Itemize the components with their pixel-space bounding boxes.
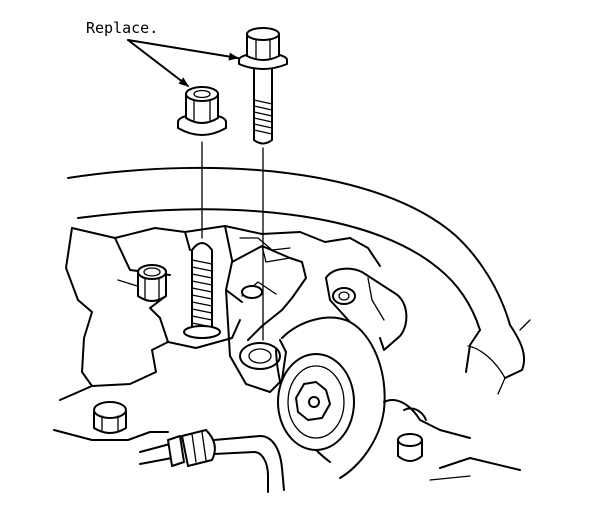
pipe-fitting <box>139 429 285 493</box>
replace-label: Replace. <box>86 19 158 37</box>
side-bracket <box>325 267 408 351</box>
mount-bracket <box>225 245 307 393</box>
lower-right-nut <box>383 399 521 481</box>
tensioner-pulley <box>275 316 386 479</box>
left-mount-bolt <box>137 264 167 302</box>
leader-arrow-to-nut <box>127 39 189 87</box>
frame-arc <box>67 166 531 395</box>
threaded-stud <box>183 242 221 339</box>
engine-block <box>53 225 381 441</box>
leader-arrow-to-bolt <box>127 39 239 61</box>
flange-bolt <box>238 27 288 145</box>
lower-left-bolt <box>93 401 127 434</box>
flange-nut <box>177 86 227 136</box>
